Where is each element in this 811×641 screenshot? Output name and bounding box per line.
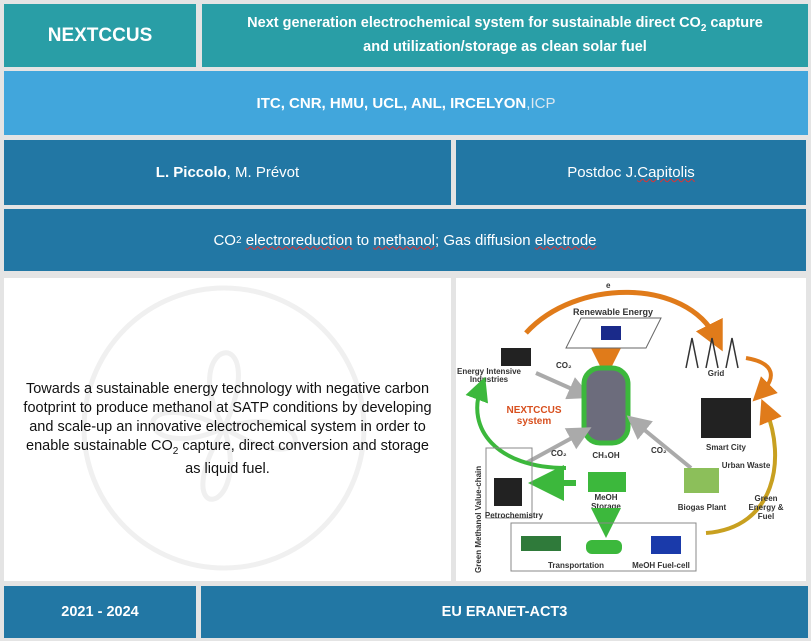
- kw-electroreduction: electroreduction: [245, 231, 353, 249]
- green-arrow-return: [465, 376, 567, 470]
- description-panel: Towards a sustainable energy technology …: [4, 278, 451, 581]
- kw-rest: ; Gas diffusion: [435, 231, 535, 249]
- grid-arc: [745, 356, 778, 402]
- reactor-icon: [581, 365, 631, 446]
- label-petro: Petrochemistry: [485, 511, 544, 520]
- desc-sub: 2: [172, 445, 179, 457]
- partners: ITC, CNR, HMU, UCL, ANL, IRCELYON, ICP: [4, 71, 808, 135]
- co2-arrow-petro: [525, 427, 592, 465]
- label-industries2: Industries: [470, 375, 509, 384]
- label-system1: NEXTCCUS: [506, 405, 561, 416]
- title-line2: and utilization/storage as clean solar f…: [363, 38, 647, 55]
- funding-program: EU ERANET-ACT3: [201, 586, 808, 638]
- label-fuelcell: MeOH Fuel-cell: [632, 561, 690, 570]
- label-co2-2: CO₂: [651, 446, 667, 455]
- ship-icon: [521, 536, 561, 551]
- investigators: L. Piccolo, M. Prévot: [4, 140, 451, 205]
- label-smart-city: Smart City: [706, 443, 747, 452]
- label-meoh2: Storage: [591, 502, 621, 511]
- title-line1: Next generation electrochemical system f…: [247, 15, 701, 32]
- grid-towers-icon: [685, 337, 739, 369]
- project-years: 2021 - 2024: [4, 586, 196, 638]
- description-text: Towards a sustainable energy technology …: [20, 380, 435, 480]
- kw-sub: 2: [235, 234, 242, 246]
- title-line1-end: capture: [706, 15, 763, 32]
- desc-part2: capture, direct conversion and storage a…: [178, 437, 429, 478]
- factory-icon: [501, 348, 531, 366]
- label-valuechain: Green Methanol Value-chain: [474, 466, 483, 573]
- co-investigator: , M. Prévot: [226, 164, 300, 181]
- label-system2: system: [517, 416, 552, 427]
- label-co2-3: CO₂: [551, 449, 567, 458]
- project-title: Next generation electrochemical system f…: [202, 4, 808, 67]
- smart-city-icon: [701, 398, 751, 438]
- label-meoh1: MeOH: [594, 493, 617, 502]
- green-energy-arc: [705, 398, 782, 535]
- partners-sep: ,: [526, 94, 531, 112]
- watermark-logo-icon: [81, 285, 367, 571]
- label-transport: Transportation: [548, 561, 604, 570]
- energy-arc: [524, 289, 723, 352]
- fuel-cell-icon: [651, 536, 681, 554]
- label-renewable: Renewable Energy: [573, 307, 653, 317]
- kw-to: to: [352, 231, 374, 249]
- postdoc-name: Capitolis: [637, 164, 695, 181]
- desc-part1: Towards a sustainable energy technology …: [23, 380, 432, 454]
- partners-main: ITC, CNR, HMU, UCL, ANL, IRCELYON: [256, 94, 527, 112]
- system-diagram: Renewable Energy e Energy Intensive Indu…: [456, 278, 806, 581]
- label-biogas: Biogas Plant: [678, 503, 727, 512]
- label-e: e: [606, 281, 611, 290]
- postdoc-prefix: Postdoc J.: [567, 164, 638, 181]
- car-icon: [586, 540, 622, 554]
- partners-extra: ICP: [530, 94, 556, 112]
- meoh-storage-icon: [588, 472, 626, 492]
- label-grid: Grid: [708, 369, 725, 378]
- co2-arrow-biogas: [626, 415, 693, 470]
- label-co2-1: CO₂: [556, 361, 572, 370]
- biogas-plant-icon: [684, 468, 719, 493]
- label-green2: Energy &: [748, 503, 783, 512]
- postdoc: Postdoc J. Capitolis: [456, 140, 806, 205]
- diagram-svg: Renewable Energy e Energy Intensive Indu…: [457, 281, 784, 573]
- co2-arrow-industry: [535, 371, 592, 400]
- kw-electrode: electrode: [534, 231, 597, 249]
- label-industries1: Energy Intensive: [457, 367, 522, 376]
- solar-panel-icon: [601, 326, 621, 340]
- project-acronym: NEXTCCUS: [4, 4, 196, 67]
- label-green3: Fuel: [758, 512, 774, 521]
- label-green1: Green: [754, 494, 777, 503]
- title-sub: 2: [700, 22, 707, 34]
- lead-investigator: L. Piccolo: [155, 164, 227, 181]
- label-ch3oh: CH₃OH: [592, 451, 619, 460]
- transport-box: [510, 522, 697, 572]
- label-urban-waste: Urban Waste: [722, 461, 771, 470]
- value-chain-box: [485, 447, 533, 519]
- kw-methanol: methanol: [373, 231, 436, 249]
- kw-co: CO: [213, 231, 236, 249]
- petrochemistry-icon: [494, 478, 522, 506]
